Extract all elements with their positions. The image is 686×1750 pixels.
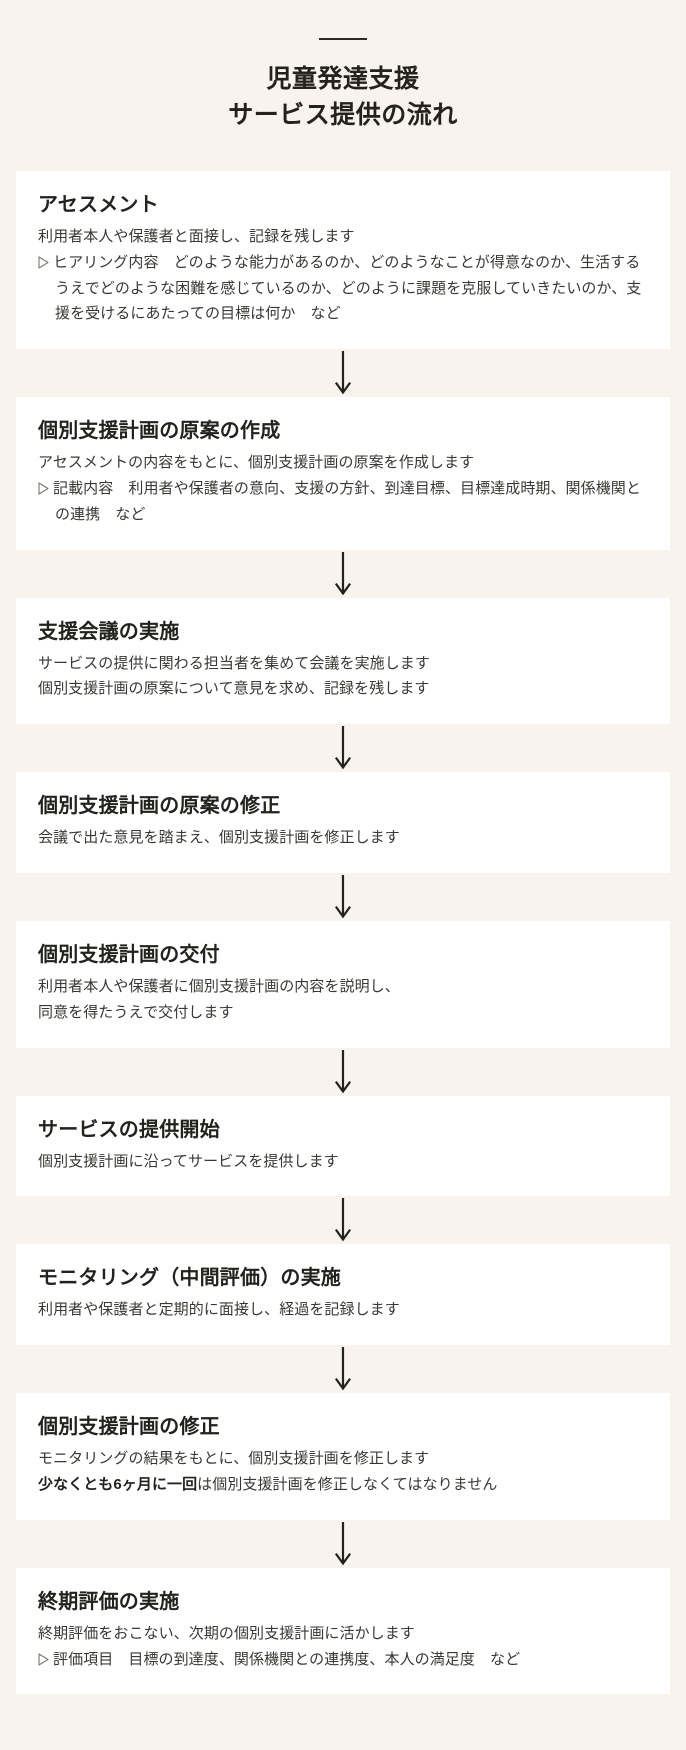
flow-step-description: サービスの提供に関わる担当者を集めて会議を実施します — [38, 654, 430, 672]
flow-step-title: アセスメント — [38, 194, 159, 216]
flow-step-8: 個別支援計画の修正モニタリングの結果をもとに、個別支援計画を修正します少なくとも… — [16, 1393, 670, 1520]
title-rule-decoration — [319, 38, 367, 40]
flow-step-detail-text: 評価項目 目標の到達度、関係機関との連携度、本人の満足度 など — [53, 1650, 521, 1668]
flow-step-3: 支援会議の実施サービスの提供に関わる担当者を集めて会議を実施します個別支援計画の… — [16, 597, 670, 725]
triangle-right-outline-icon — [38, 256, 53, 269]
flow-step-7: モニタリング（中間評価）の実施利用者や保護者と定期的に面接し、経過を記録します — [16, 1244, 670, 1346]
process-flow: アセスメント利用者本人や保護者と面接し、記録を残しますヒアリング内容 どのような… — [16, 159, 670, 1695]
flow-step-title: 個別支援計画の原案の修正 — [38, 795, 281, 818]
page-title: 児童発達支援 サービス提供の流れ — [16, 62, 670, 133]
triangle-right-outline-icon — [38, 482, 53, 495]
page-title-line-1: 児童発達支援 — [266, 65, 420, 93]
page-header: 児童発達支援 サービス提供の流れ — [16, 0, 670, 133]
flow-step-detail-bullet: 評価項目 目標の到達度、関係機関との連携度、本人の満足度 など — [38, 1647, 648, 1673]
flow-step-description: アセスメントの内容をもとに、個別支援計画の原案を作成します — [38, 454, 475, 472]
flow-step-title: 支援会議の実施 — [38, 620, 180, 643]
flow-step-6: サービスの提供開始個別支援計画に沿ってサービスを提供します — [16, 1095, 670, 1197]
flow-step-emphasis-bold: 少なくとも6ヶ月に一回 — [38, 1475, 198, 1493]
arrow-down-icon — [16, 1048, 670, 1096]
flow-step-description: モニタリングの結果をもとに、個別支援計画を修正します — [38, 1450, 430, 1468]
arrow-down-icon — [16, 724, 670, 772]
flow-step-description: 会議で出た意見を踏まえ、個別支援計画を修正します — [38, 829, 400, 847]
flow-step-description: 利用者や保護者と定期的に面接し、経過を記録します — [38, 1301, 400, 1319]
arrow-down-icon — [16, 1196, 670, 1244]
flow-step-detail-bullet: 記載内容 利用者や保護者の意向、支援の方針、到達目標、目標達成時期、関係機関との… — [38, 476, 648, 528]
arrow-down-icon — [16, 1520, 670, 1568]
flow-step-title: 個別支援計画の交付 — [38, 943, 220, 966]
flow-step-4: 個別支援計画の原案の修正会議で出た意見を踏まえ、個別支援計画を修正します — [16, 772, 670, 873]
flow-step-description: 個別支援計画の原案について意見を求め、記録を残します — [38, 680, 430, 698]
flow-step-title: 個別支援計画の修正 — [38, 1416, 220, 1439]
flow-step-1: アセスメント利用者本人や保護者と面接し、記録を残しますヒアリング内容 どのような… — [16, 171, 670, 350]
flow-step-description: 終期評価をおこない、次期の個別支援計画に活かします — [38, 1624, 415, 1642]
flow-step-5: 個別支援計画の交付利用者本人や保護者に個別支援計画の内容を説明し、同意を得たうえ… — [16, 920, 670, 1048]
flow-step-title: 個別支援計画の原案の作成 — [38, 420, 281, 443]
flow-step-emphasis-line: 少なくとも6ヶ月に一回は個別支援計画を修正しなくてはなりません — [38, 1472, 648, 1498]
flow-step-9: 終期評価の実施終期評価をおこない、次期の個別支援計画に活かします評価項目 目標の… — [16, 1567, 670, 1695]
flow-step-emphasis-rest: は個別支援計画を修正しなくてはなりません — [197, 1475, 498, 1493]
arrow-down-icon — [16, 550, 670, 598]
flow-step-detail-text: 記載内容 利用者や保護者の意向、支援の方針、到達目標、目標達成時期、関係機関との… — [53, 479, 641, 523]
spacer — [16, 159, 670, 171]
triangle-right-outline-icon — [38, 1652, 53, 1666]
flow-step-detail-bullet: ヒアリング内容 どのような能力があるのか、どのようなことが得意なのか、生活するう… — [38, 250, 648, 327]
flow-step-2: 個別支援計画の原案の作成アセスメントの内容をもとに、個別支援計画の原案を作成しま… — [16, 397, 670, 550]
flow-step-description: 利用者本人や保護者と面接し、記録を残します — [38, 228, 355, 245]
flow-step-description: 同意を得たうえで交付します — [38, 1003, 234, 1021]
flow-step-title: モニタリング（中間評価）の実施 — [38, 1267, 341, 1290]
flow-step-title: 終期評価の実施 — [38, 1590, 180, 1613]
arrow-down-icon — [16, 873, 670, 921]
arrow-down-icon — [16, 349, 670, 397]
flow-step-title: サービスの提供開始 — [38, 1118, 220, 1141]
flow-step-description: 個別支援計画に沿ってサービスを提供します — [38, 1152, 339, 1170]
page-title-line-2: サービス提供の流れ — [228, 100, 458, 129]
flow-step-description: 利用者本人や保護者に個別支援計画の内容を説明し、 — [38, 977, 400, 995]
arrow-down-icon — [16, 1345, 670, 1393]
flow-step-detail-text: ヒアリング内容 どのような能力があるのか、どのようなことが得意なのか、生活するう… — [53, 253, 642, 323]
